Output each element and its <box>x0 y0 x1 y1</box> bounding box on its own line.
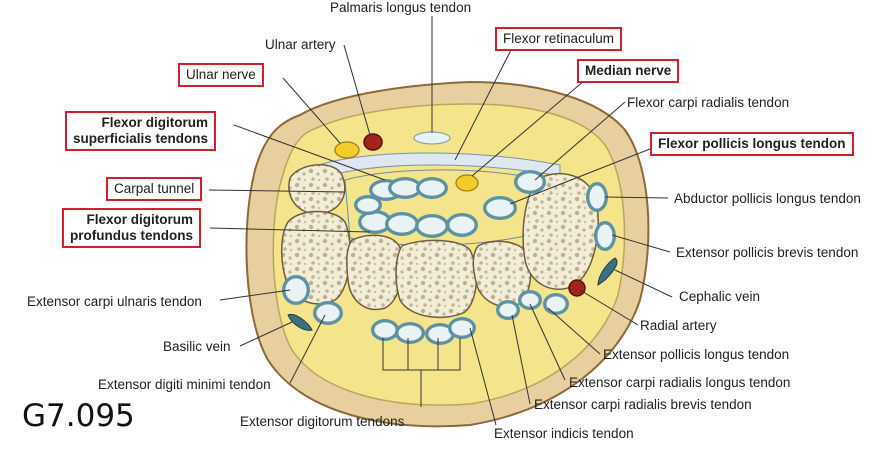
label-fdp-line1: Flexor digitorum <box>86 212 193 227</box>
cephalic-vein-shape <box>597 257 618 286</box>
trapezoid-bone <box>395 239 478 319</box>
label-ulnar-artery: Ulnar artery <box>265 37 336 52</box>
label-apl: Abductor pollicis longus tendon <box>674 191 861 206</box>
ecrb-tendon <box>498 302 518 318</box>
label-ulnar-nerve: Ulnar nerve <box>178 63 264 87</box>
fdp-tendon-2 <box>387 214 417 234</box>
label-fdp-line2: profundus tendons <box>70 228 193 243</box>
ecu-tendon <box>284 277 308 303</box>
label-fpl: Flexor pollicis longus tendon <box>650 132 854 156</box>
radial-artery-shape <box>568 279 586 297</box>
label-basilic-vein: Basilic vein <box>163 339 231 354</box>
label-flexor-carpi-radialis: Flexor carpi radialis tendon <box>627 95 790 110</box>
label-fds-line2: superficialis tendons <box>73 131 209 146</box>
ed-tendon-4 <box>450 319 474 337</box>
ecrl-tendon <box>520 292 540 308</box>
epb-tendon <box>596 223 614 249</box>
ulnar-nerve-shape <box>334 141 360 159</box>
median-nerve-shape <box>455 174 479 192</box>
palmaris-longus-shape <box>413 131 451 145</box>
label-fds-line1: Flexor digitorum <box>101 115 209 130</box>
ulnar-artery-shape <box>363 133 383 151</box>
carpal-bones <box>281 164 599 319</box>
label-epb: Extensor pollicis brevis tendon <box>676 245 859 260</box>
fdp-tendon-4 <box>448 215 476 235</box>
capitate-bone <box>346 234 403 311</box>
tendon-group <box>282 170 616 345</box>
label-flexor-retinaculum: Flexor retinaculum <box>495 27 623 51</box>
label-edm: Extensor digiti minimi tendon <box>98 377 271 392</box>
fdp-tendon-3 <box>417 216 447 236</box>
fpl-tendon <box>485 198 515 218</box>
label-carpal-tunnel: Carpal tunnel <box>106 177 203 201</box>
edm-tendon <box>315 303 341 323</box>
label-median-nerve: Median nerve <box>577 59 680 83</box>
label-ed: Extensor digitorum tendons <box>240 414 405 429</box>
fds-tendon-4 <box>356 197 380 213</box>
label-fdp: Flexor digitorum profundus tendons <box>62 208 201 248</box>
epl-tendon <box>545 295 567 313</box>
fds-tendon-2 <box>390 179 420 197</box>
fcr-tendon <box>516 172 544 192</box>
label-ei: Extensor indicis tendon <box>494 426 634 441</box>
label-fds: Flexor digitorum superficialis tendons <box>65 111 217 151</box>
label-palmaris-longus: Palmaris longus tendon <box>330 0 472 15</box>
fdp-tendon-1 <box>360 212 390 232</box>
ed-tendon-2 <box>397 324 423 342</box>
basilic-vein-shape <box>287 313 313 331</box>
figure-code: G7.095 <box>22 398 135 434</box>
label-ecrl: Extensor carpi radialis longus tendon <box>569 375 791 390</box>
label-ecrb: Extensor carpi radialis brevis tendon <box>534 397 752 412</box>
label-epl: Extensor pollicis longus tendon <box>603 347 790 362</box>
label-radial-artery: Radial artery <box>640 318 717 333</box>
leader-lines <box>208 16 673 426</box>
label-ecu: Extensor carpi ulnaris tendon <box>27 294 202 309</box>
fds-tendon-3 <box>418 179 446 197</box>
ed-tendon-1 <box>373 321 397 339</box>
label-cephalic-vein: Cephalic vein <box>679 289 761 304</box>
pisiform-bone <box>288 164 346 215</box>
apl-tendon <box>588 184 606 210</box>
